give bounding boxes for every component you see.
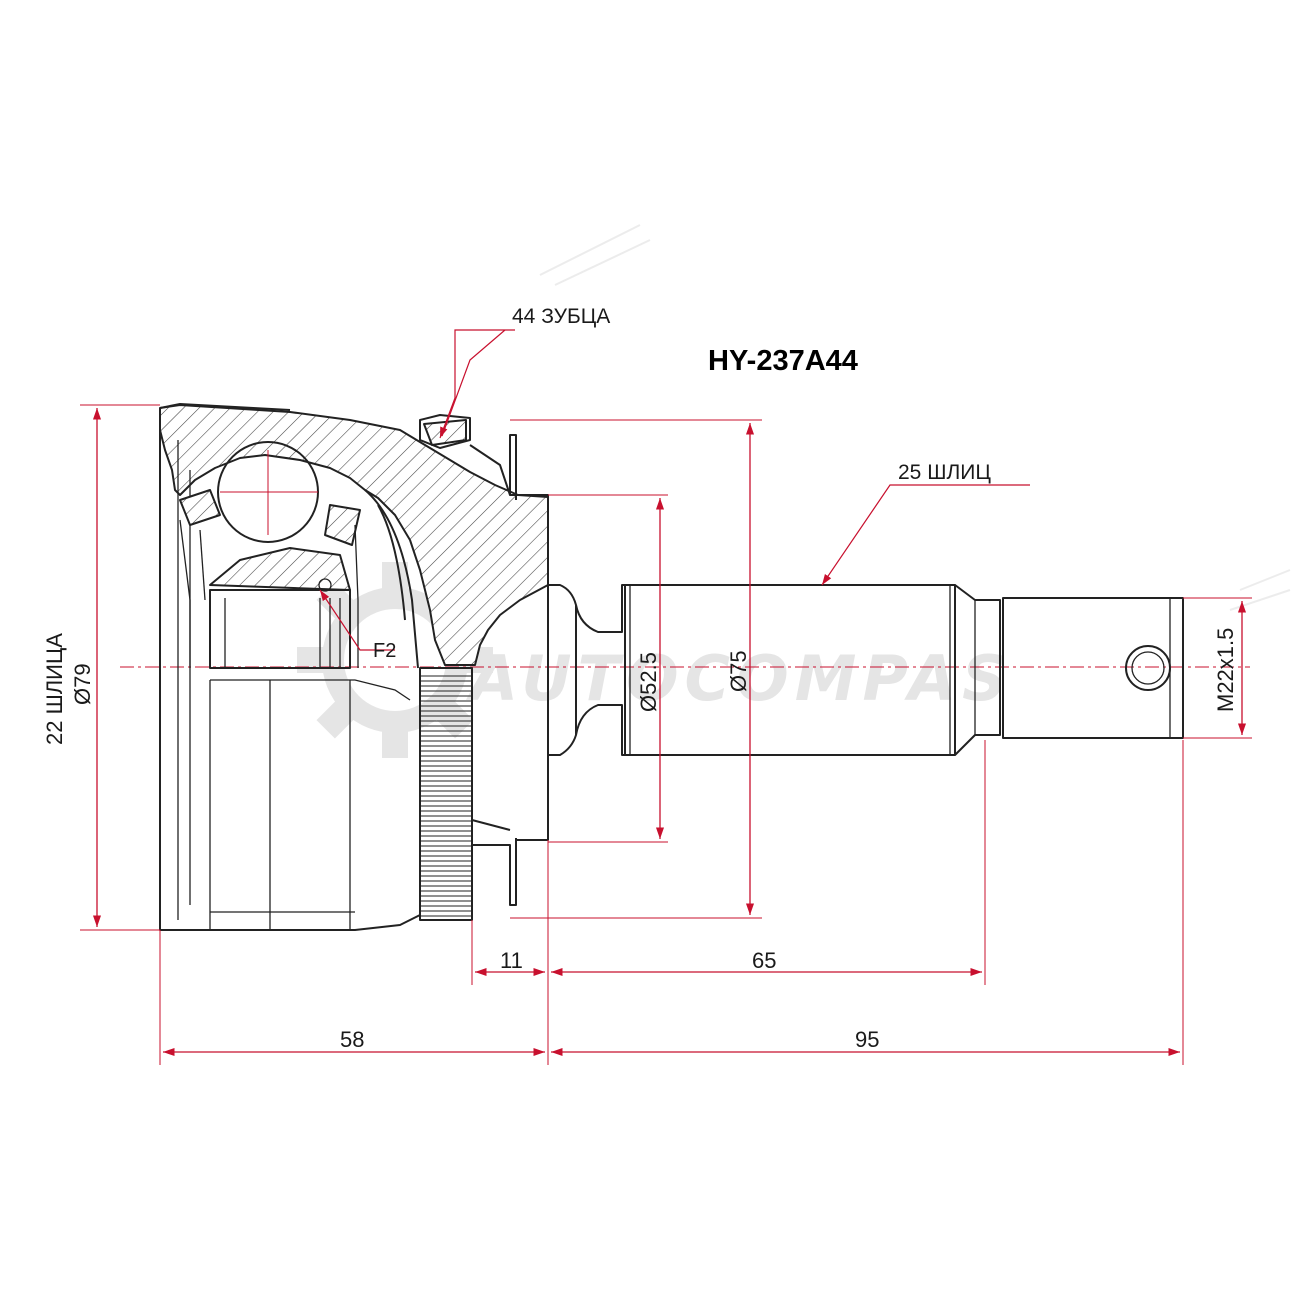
dimension-lines <box>80 329 1252 1065</box>
total-length-label: 95 <box>855 1027 879 1052</box>
cotter-pin-hole <box>1125 645 1171 691</box>
body-length-label: 58 <box>340 1027 364 1052</box>
thread-label: M22x1.5 <box>1213 628 1238 712</box>
marker-label: F2 <box>373 640 396 662</box>
ring-width-label: 11 <box>500 948 523 973</box>
shaft-length-label: 65 <box>752 948 776 973</box>
inner-splines-label: 22 ШЛИЦА <box>42 633 67 745</box>
teeth-callout: 44 ЗУБЦА <box>512 305 610 328</box>
splines-callout: 25 ШЛИЦ <box>898 461 991 484</box>
outer-diameter-label: Ø79 <box>70 663 95 705</box>
watermark-text: AUTOCOMPAS <box>465 642 1013 715</box>
part-number: HY-237A44 <box>708 345 858 377</box>
stem-shaft <box>548 584 1184 756</box>
shaft-diameter-label: Ø75 <box>726 650 751 692</box>
watermark-compass-icon <box>539 224 1291 611</box>
housing-diameter-label: Ø52.5 <box>636 652 661 712</box>
